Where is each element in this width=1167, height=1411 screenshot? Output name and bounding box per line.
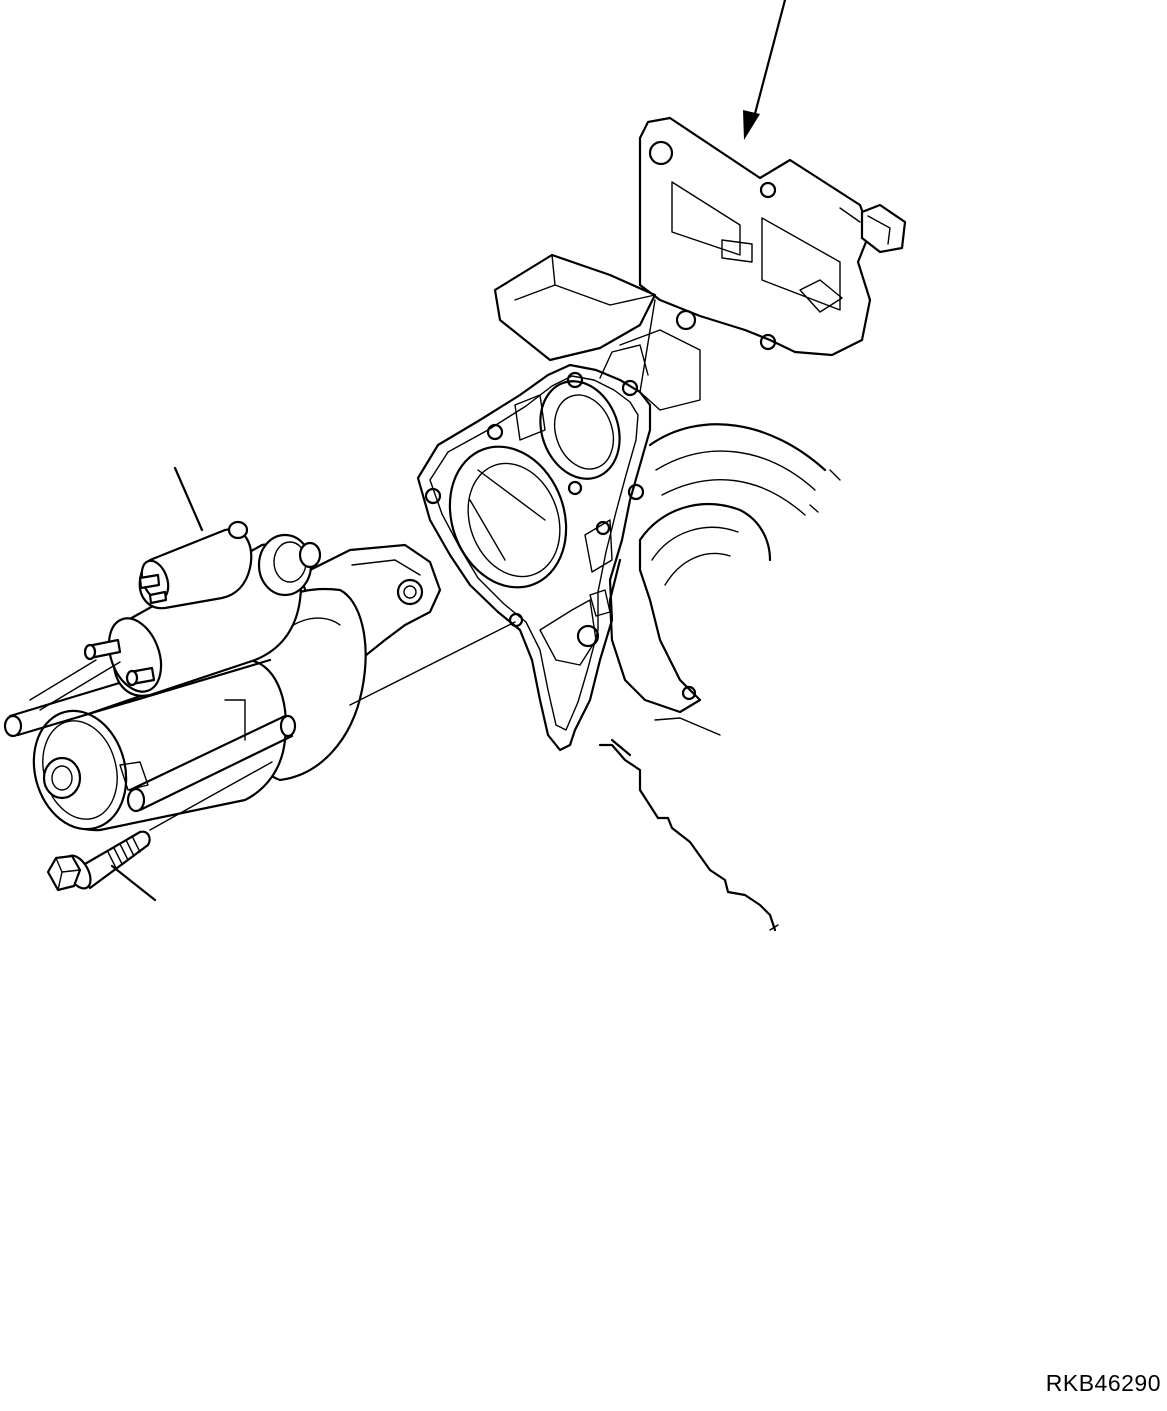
- figure-code: RKB46290: [1045, 1370, 1161, 1396]
- bolt-leader-line: [110, 864, 157, 902]
- motor-leader-line: [173, 466, 204, 532]
- flywheel-housing-icon: [416, 0, 907, 932]
- housing-leader-arrow: [743, 0, 787, 140]
- mounting-bolt-icon: [46, 830, 157, 902]
- alignment-centerline: [149, 621, 516, 831]
- starting-motor-icon: [3, 466, 442, 832]
